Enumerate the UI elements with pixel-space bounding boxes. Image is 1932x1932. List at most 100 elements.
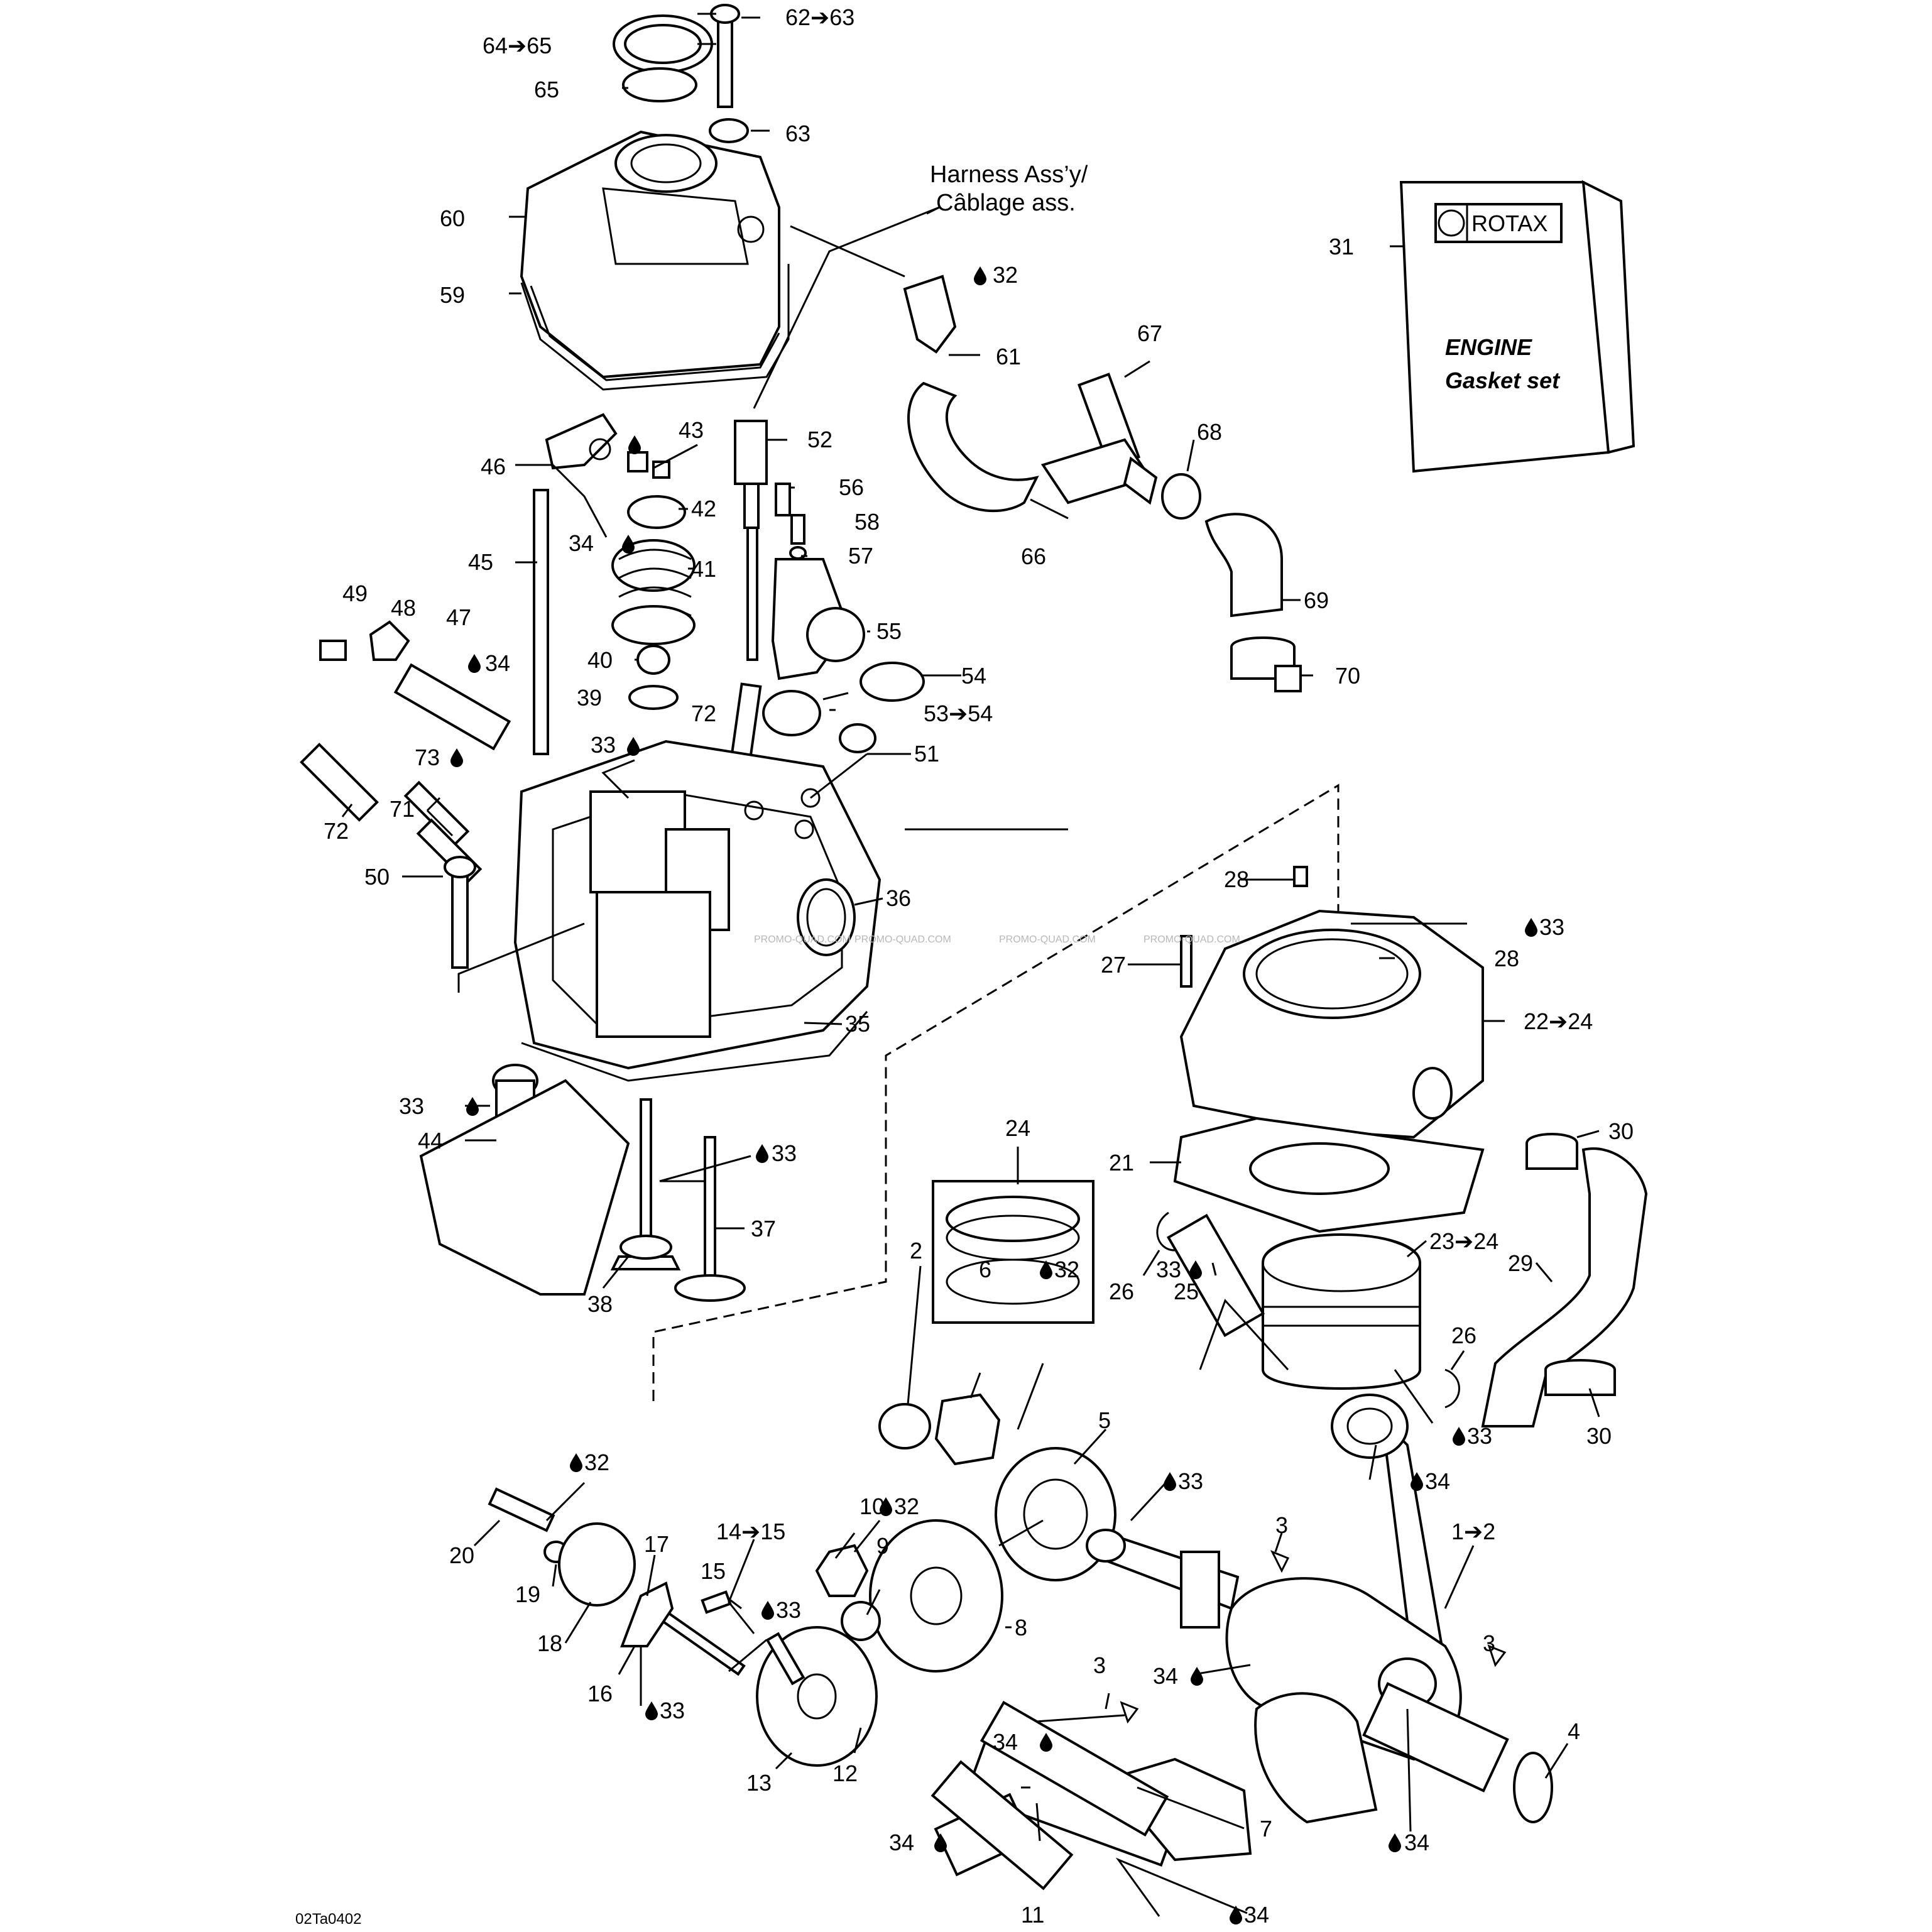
- callout-39: 39: [577, 685, 602, 711]
- callout-63: 63: [785, 121, 810, 146]
- callout-56: 56: [839, 474, 864, 500]
- callout-34-d: 34: [1153, 1663, 1178, 1689]
- valve-cover-group: [520, 4, 790, 391]
- callout-53-54: 53➔54: [924, 701, 993, 726]
- gears-balancer: [488, 1393, 1116, 1767]
- callout-72-b: 72: [324, 818, 349, 844]
- callout-21: 21: [1109, 1150, 1134, 1176]
- callout-60: 60: [440, 205, 465, 231]
- callout-33-b: 33: [1539, 914, 1564, 940]
- oil-drop-icon: [468, 654, 481, 673]
- callout-33-e: 33: [1156, 1257, 1181, 1282]
- callout-3-b: 3: [1093, 1652, 1106, 1678]
- callout-65: 65: [534, 77, 559, 102]
- callout-34-b: 34: [485, 650, 510, 676]
- callout-40: 40: [587, 647, 613, 673]
- callout-72-a: 72: [691, 701, 716, 726]
- callout-8: 8: [1015, 1615, 1027, 1640]
- callout-34-g: 34: [1404, 1830, 1429, 1855]
- callout-43: 43: [679, 417, 704, 443]
- watermark-1: PROMO-QUAD.COM: [754, 934, 851, 945]
- callout-45: 45: [468, 549, 493, 575]
- cylinder-head: [419, 740, 881, 1296]
- callout-67: 67: [1137, 320, 1162, 346]
- callout-1-2: 1➔2: [1451, 1519, 1495, 1544]
- callout-33-d: 33: [772, 1140, 797, 1166]
- callout-20: 20: [449, 1542, 474, 1568]
- cylinder: [1156, 866, 1485, 1409]
- callout-58: 58: [854, 509, 880, 535]
- callout-27: 27: [1101, 952, 1126, 978]
- callout-11: 11: [1021, 1902, 1044, 1928]
- callout-33-f: 33: [1467, 1423, 1492, 1449]
- oil-drop-icon: [628, 435, 641, 454]
- callout-3-a: 3: [1275, 1512, 1288, 1538]
- piston-rings: [932, 1180, 1094, 1324]
- callout-33-g: 33: [1178, 1468, 1203, 1494]
- oil-drop-icon: [1525, 918, 1537, 937]
- callout-36: 36: [886, 885, 911, 911]
- coolant-hoses: [903, 275, 1302, 692]
- callout-42: 42: [691, 496, 716, 521]
- oil-drop-icon: [1230, 1906, 1242, 1924]
- callout-33-a: 33: [591, 732, 616, 758]
- callout-labels: 64➔65 62➔63 65 63 60 59 32 61 31 67 68 5…: [324, 4, 1634, 1928]
- callout-48: 48: [391, 595, 416, 621]
- callout-62-63: 62➔63: [785, 4, 854, 30]
- callout-23-24: 23➔24: [1429, 1228, 1498, 1254]
- callout-34-f: 34: [889, 1830, 914, 1855]
- callout-19: 19: [515, 1581, 540, 1607]
- oil-drop-icon: [570, 1453, 582, 1472]
- hose-29: [1481, 1133, 1648, 1427]
- gasket-set-booklet: ROTAX ENGINE Gasket set: [1399, 180, 1635, 473]
- gasket-brand: ROTAX: [1471, 210, 1547, 236]
- callout-32: 32: [993, 262, 1018, 288]
- callout-32-d: 32: [894, 1493, 919, 1519]
- callout-50: 50: [364, 864, 390, 890]
- callout-28-b: 28: [1494, 946, 1519, 971]
- callout-32-c: 32: [584, 1449, 609, 1475]
- callout-33-h: 33: [776, 1597, 801, 1623]
- watermark-3: PROMO-QUAD.COM: [999, 934, 1096, 945]
- gasket-subtitle: Gasket set: [1445, 368, 1561, 393]
- callout-34-a: 34: [569, 530, 594, 556]
- callout-3-c: 3: [1483, 1630, 1495, 1656]
- oil-drop-icon: [1164, 1472, 1176, 1491]
- callout-70: 70: [1335, 663, 1360, 689]
- oil-drop-icon: [1389, 1833, 1401, 1852]
- callout-55: 55: [876, 618, 902, 644]
- callout-26-a: 26: [1109, 1279, 1134, 1304]
- oil-drop-icon: [1191, 1667, 1203, 1686]
- callout-33-c: 33: [399, 1093, 424, 1119]
- oil-drop-icon: [627, 737, 640, 756]
- harness-note-line1: Harness Ass’y/: [930, 161, 1088, 188]
- leader-lines: [341, 13, 1600, 1917]
- callout-44: 44: [418, 1128, 443, 1154]
- drawing-code: 02Ta0402: [295, 1911, 361, 1928]
- callout-71: 71: [390, 796, 415, 822]
- callout-28-a: 28: [1224, 866, 1249, 892]
- oil-drop-icon: [974, 266, 986, 285]
- callout-30-b: 30: [1586, 1423, 1612, 1449]
- callout-73: 73: [415, 745, 440, 770]
- oil-drop-icon: [761, 1601, 774, 1620]
- callout-25: 25: [1174, 1279, 1199, 1304]
- oil-drop-icon: [450, 748, 463, 767]
- callout-12: 12: [832, 1760, 858, 1786]
- callout-22-24: 22➔24: [1524, 1008, 1593, 1034]
- callout-57: 57: [848, 543, 873, 569]
- callout-68: 68: [1197, 419, 1222, 445]
- callout-41: 41: [691, 556, 716, 582]
- callout-10: 10: [860, 1493, 885, 1519]
- oil-drop-icon: [645, 1701, 658, 1720]
- callout-24: 24: [1005, 1115, 1030, 1141]
- oil-drop-icon: [1453, 1427, 1465, 1446]
- callout-33-i: 33: [660, 1698, 685, 1723]
- callout-5: 5: [1098, 1407, 1111, 1433]
- callout-18: 18: [537, 1630, 562, 1656]
- callout-69: 69: [1304, 587, 1329, 613]
- callout-6: 6: [979, 1257, 991, 1282]
- oil-drop-icon: [622, 535, 635, 554]
- callout-59: 59: [440, 282, 465, 308]
